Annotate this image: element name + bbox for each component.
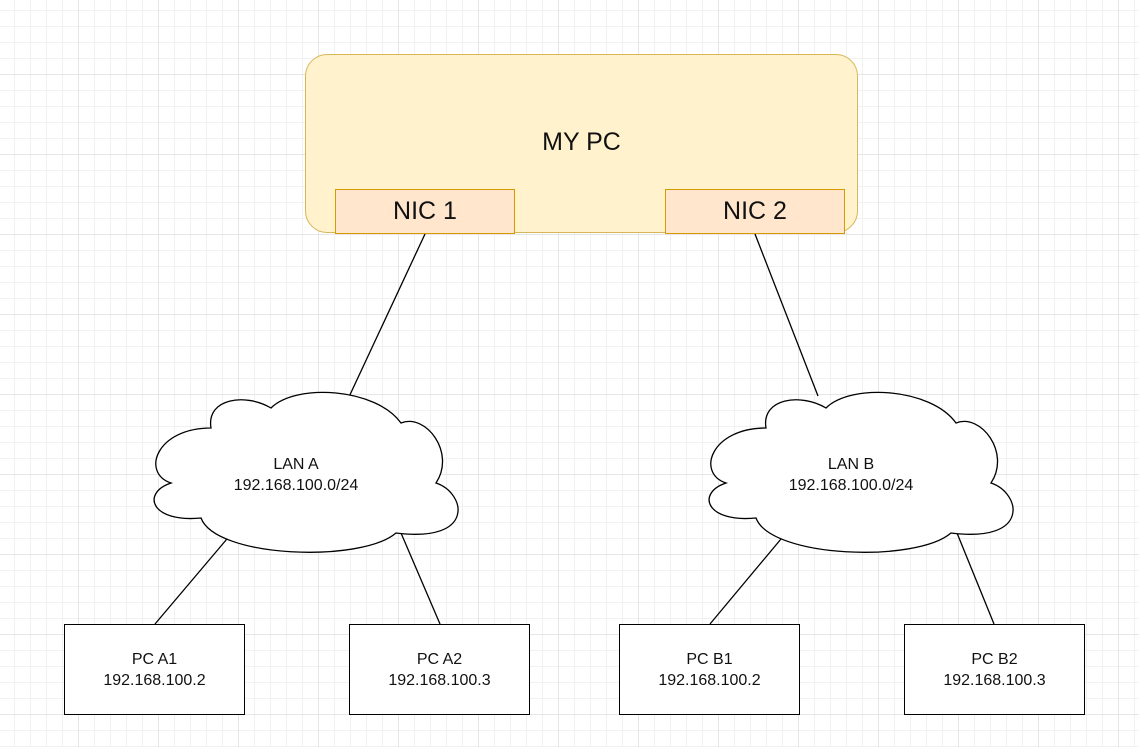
nic-2-box[interactable]: NIC 2 (665, 189, 845, 234)
cloud-lan-a[interactable] (153, 391, 459, 553)
cloud-lan-b[interactable] (708, 391, 1014, 553)
nic-1-label: NIC 1 (393, 197, 457, 225)
connector-nic1-lan-a (340, 233, 426, 415)
connector-lan-b-pc-b1 (709, 532, 787, 625)
host-pc-a1[interactable]: PC A1 192.168.100.2 (64, 624, 245, 715)
nic-2-label: NIC 2 (723, 197, 787, 225)
lan-a-label: LAN A 192.168.100.0/24 (146, 454, 446, 496)
host-pc-b2[interactable]: PC B2 192.168.100.3 (904, 624, 1085, 715)
nic-1-box[interactable]: NIC 1 (335, 189, 515, 234)
host-pc-a2-name: PC A2 (416, 650, 463, 668)
host-pc-a2-ip: 192.168.100.3 (388, 671, 491, 689)
cloud-shape-lan-b (708, 391, 1014, 553)
cloud-shape-lan-a (153, 391, 459, 553)
lan-a-name: LAN A (273, 456, 319, 473)
host-pc-a1-ip: 192.168.100.2 (103, 671, 206, 689)
host-pc-b1-ip: 192.168.100.2 (658, 671, 761, 689)
connector-lan-a-pc-a2 (400, 532, 441, 625)
my-pc-title: MY PC (542, 128, 621, 156)
host-pc-a1-name: PC A1 (131, 650, 178, 668)
lan-b-subnet: 192.168.100.0/24 (788, 477, 914, 494)
host-pc-b2-name: PC B2 (971, 650, 1018, 668)
lan-a-subnet: 192.168.100.0/24 (233, 477, 359, 494)
lan-b-name: LAN B (827, 456, 875, 473)
host-pc-b1-name: PC B1 (686, 650, 733, 668)
connector-nic2-lan-b (754, 233, 819, 397)
host-pc-a2[interactable]: PC A2 192.168.100.3 (349, 624, 530, 715)
host-pc-b1[interactable]: PC B1 192.168.100.2 (619, 624, 800, 715)
host-pc-b2-ip: 192.168.100.3 (943, 671, 1046, 689)
connector-lan-a-pc-a1 (154, 532, 233, 625)
connector-lan-b-pc-b2 (956, 532, 995, 625)
lan-b-label: LAN B 192.168.100.0/24 (701, 454, 1001, 496)
